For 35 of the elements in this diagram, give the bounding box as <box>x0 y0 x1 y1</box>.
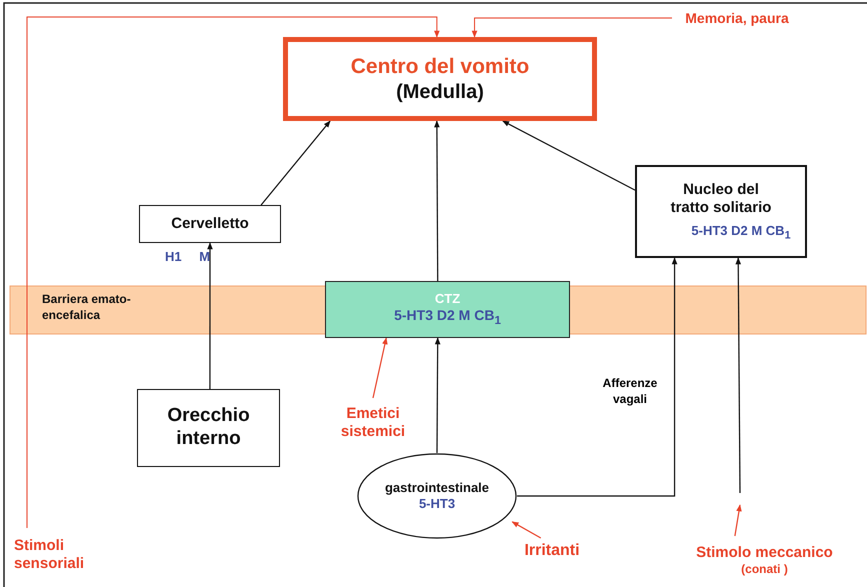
process-box <box>137 389 280 467</box>
box-title: Cervelletto <box>171 215 249 233</box>
stimulus-label: Stimoli sensoriali <box>14 537 86 573</box>
arrow <box>434 120 440 281</box>
stimulus-label: Stimolo meccanico <box>696 544 833 562</box>
box-subtitle: (Medulla) <box>396 80 484 104</box>
ctz-box <box>325 281 570 338</box>
stimulus-label: Irritanti <box>524 540 580 560</box>
arrow <box>735 257 742 493</box>
arrow <box>434 337 440 453</box>
arrow <box>372 337 388 398</box>
arrow <box>734 504 742 536</box>
receptor-list: 5-HT3 D2 M CB$_{1}$ <box>394 306 501 328</box>
stimulus-note: (conati ) <box>741 562 788 576</box>
box-title: Centro del vomito <box>350 54 530 80</box>
receptor-list: 5-HT3 <box>418 496 456 512</box>
box-title: Orecchio interno <box>166 405 251 451</box>
vomiting-center-box <box>283 37 597 121</box>
stimulus-label: Emetici sistemici <box>340 405 406 441</box>
band-label: Barriera emato-encefalica <box>42 292 132 324</box>
receptor-list: H1 M <box>165 249 210 264</box>
arrow <box>260 120 331 206</box>
box-title: Nucleo del tratto solitario <box>670 180 772 217</box>
receptor-list: 5-HT3 D2 M CB$_{1}$ <box>651 216 791 242</box>
arrow <box>207 242 213 389</box>
arrow <box>512 521 542 539</box>
process-box <box>635 165 807 258</box>
arrow <box>26 16 440 528</box>
stimulus-label: Memoria, paura <box>685 10 789 26</box>
arrow <box>472 18 672 38</box>
process-box <box>139 205 281 243</box>
arrow <box>502 120 636 191</box>
arrow <box>517 257 678 497</box>
box-title: CTZ <box>434 291 460 307</box>
node-title: gastrointestinale <box>384 480 490 496</box>
